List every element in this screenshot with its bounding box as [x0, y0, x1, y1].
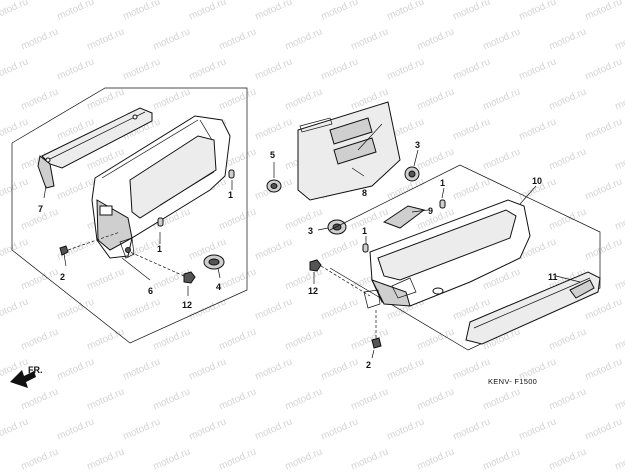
callout-9: 9 — [428, 206, 433, 216]
part-3-grommet-upper — [404, 166, 420, 182]
left-assembly-frame — [11, 87, 248, 344]
callout-labels: 1 1 1 1 2 2 3 3 4 5 6 7 8 9 10 11 12 12 — [38, 140, 558, 370]
part-12-nut-right — [309, 259, 371, 297]
callout-1a: 1 — [228, 190, 233, 200]
leader-lines — [43, 149, 581, 359]
part-11-trim — [465, 271, 601, 345]
part-10-right-side-cover — [363, 199, 531, 309]
part-12-nut-left — [129, 251, 196, 284]
part-5-grommet — [266, 179, 282, 193]
callout-1d: 1 — [362, 226, 367, 236]
part-6-left-side-cover — [91, 115, 231, 259]
part-7-rail — [37, 107, 153, 189]
right-assembly-frame — [329, 164, 601, 351]
part-3-grommet-lower — [327, 219, 347, 235]
callout-12b: 12 — [308, 286, 318, 296]
part-4-grommet — [203, 254, 225, 270]
callout-2b: 2 — [366, 360, 371, 370]
callout-8: 8 — [362, 188, 367, 198]
callout-2a: 2 — [60, 272, 65, 282]
callout-5: 5 — [270, 150, 275, 160]
front-direction-label: FR. — [28, 365, 43, 375]
callout-4: 4 — [216, 282, 221, 292]
part-1-clips-left — [157, 169, 235, 227]
callout-1b: 1 — [157, 244, 162, 254]
callout-10: 10 — [532, 176, 542, 186]
part-1-clips-right — [362, 199, 446, 253]
callout-11: 11 — [548, 272, 558, 282]
part-2-screw-left — [59, 231, 121, 256]
callout-6: 6 — [148, 286, 153, 296]
callout-12a: 12 — [182, 300, 192, 310]
part-2-screw-right — [371, 308, 382, 349]
front-direction-arrow — [10, 370, 36, 388]
callout-3b: 3 — [308, 226, 313, 236]
callout-7: 7 — [38, 204, 43, 214]
part-8-emblem — [297, 101, 401, 201]
callout-3a: 3 — [415, 140, 420, 150]
callout-1c: 1 — [440, 178, 445, 188]
part-9-pad — [382, 205, 426, 229]
diagram-code: KENV- F1500 — [488, 377, 537, 386]
